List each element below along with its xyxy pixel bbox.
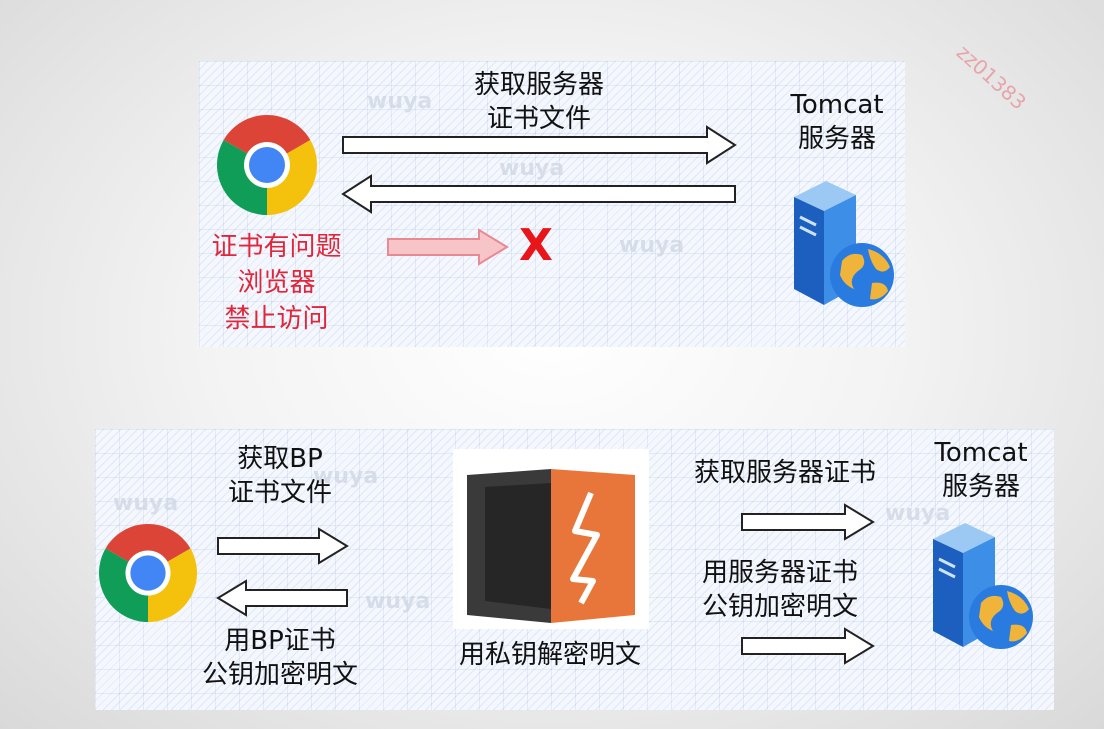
left-bottom-line1: 用BP证书 (224, 626, 336, 656)
bottom-panel: wuya wuya wuya wuya wuya 获取BP 证书文件 用BP证书… (95, 429, 1054, 710)
top-panel: wuya wuya wuya 获取服务器 证书文件 证书有问题 浏览器 禁止访问… (199, 61, 905, 347)
arrow-right-icon (741, 627, 875, 665)
server-icon (933, 523, 1033, 649)
request-label-line2: 证书文件 (486, 104, 591, 134)
server-icon (794, 181, 894, 307)
watermark: wuya (619, 233, 685, 258)
left-bottom-line2: 公钥加密明文 (201, 660, 358, 690)
burp-suite-icon (467, 469, 635, 623)
left-top-line1: 获取BP (237, 444, 323, 474)
server-label-line1: Tomcat (790, 90, 884, 120)
server-label-line2: 服务器 (797, 124, 876, 154)
warning-line3: 禁止访问 (224, 304, 329, 334)
arrow-left-icon (341, 174, 736, 214)
warning-line2: 浏览器 (237, 268, 316, 298)
chrome-icon (99, 524, 197, 622)
right-mid-line1: 用服务器证书 (701, 558, 858, 588)
watermark: wuya (367, 89, 433, 114)
blocked-mark: X (519, 220, 553, 271)
globe-icon (830, 243, 894, 307)
watermark: wuya (113, 491, 179, 516)
globe-icon (969, 585, 1033, 649)
watermark: wuya (365, 589, 431, 614)
request-label-line1: 获取服务器 (473, 70, 604, 100)
arrow-right-icon (217, 527, 349, 565)
server-label-line1: Tomcat (934, 438, 1028, 468)
arrow-left-icon (216, 579, 348, 617)
arrow-right-icon (342, 125, 737, 165)
server-label-line2: 服务器 (941, 472, 1020, 502)
corner-watermark: zz01383 (951, 40, 1031, 115)
arrow-right-icon (387, 228, 509, 266)
left-top-line2: 证书文件 (227, 478, 332, 508)
right-top-label: 获取服务器证书 (693, 458, 876, 488)
warning-line1: 证书有问题 (211, 232, 342, 262)
right-mid-line2: 公钥加密明文 (701, 592, 858, 622)
arrow-right-icon (741, 503, 875, 541)
chrome-icon (217, 115, 317, 215)
proxy-label: 用私钥解密明文 (458, 640, 641, 670)
